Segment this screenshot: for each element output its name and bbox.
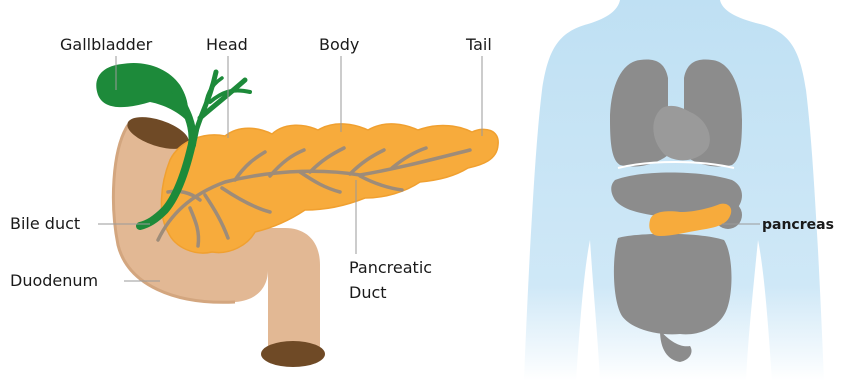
label-duodenum: Duodenum [10, 271, 98, 290]
intestines [614, 234, 732, 335]
hepatic-duct [210, 90, 250, 102]
label-pancreas: pancreas [762, 217, 834, 233]
label-gallbladder: Gallbladder [60, 35, 153, 54]
label-pancreatic-duct-line2: Duct [349, 283, 387, 302]
label-tail: Tail [465, 35, 492, 54]
duodenum-bottom-opening [261, 341, 325, 367]
label-head: Head [206, 35, 248, 54]
label-body: Body [319, 35, 359, 54]
label-pancreatic-duct-line1: Pancreatic [349, 258, 432, 277]
label-bile-duct: Bile duct [10, 214, 80, 233]
